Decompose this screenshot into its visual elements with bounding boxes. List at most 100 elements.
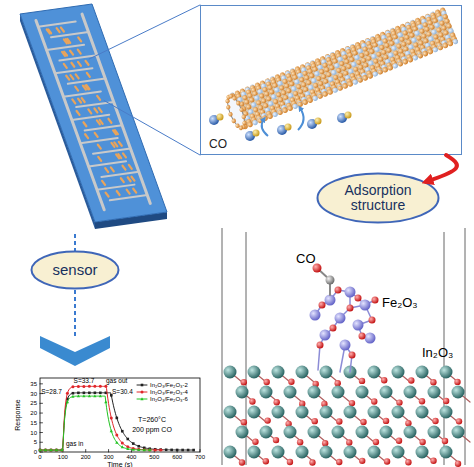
nanotube-bit bbox=[111, 167, 114, 171]
o-atom bbox=[288, 379, 294, 385]
chip-face bbox=[20, 4, 167, 222]
tube-atom bbox=[246, 104, 253, 111]
tube-atom bbox=[266, 95, 273, 102]
tube-atom bbox=[228, 111, 234, 117]
nanotube-bit bbox=[98, 145, 101, 149]
peak-annotation: S=30.4 bbox=[112, 389, 133, 396]
in-atom bbox=[332, 426, 345, 439]
tube-atom bbox=[409, 32, 416, 39]
tube-atom bbox=[389, 40, 396, 47]
tube-atom bbox=[286, 87, 293, 94]
o-atom bbox=[273, 399, 279, 405]
in-atom bbox=[296, 446, 309, 459]
data-marker bbox=[137, 445, 140, 448]
response-curve bbox=[40, 396, 152, 450]
in-atom bbox=[428, 386, 441, 399]
tube-atom bbox=[337, 84, 344, 91]
o-atom bbox=[430, 458, 436, 464]
nanotube-bit bbox=[87, 73, 90, 77]
y-tick bbox=[40, 442, 43, 443]
in2o3-slab bbox=[224, 366, 471, 467]
fe-atom bbox=[360, 300, 371, 311]
o-atom bbox=[383, 418, 389, 424]
tube-atom bbox=[384, 42, 391, 49]
tube-atom bbox=[332, 86, 339, 93]
tube-atom bbox=[342, 82, 349, 89]
in-atom bbox=[308, 426, 321, 439]
data-marker bbox=[72, 392, 75, 395]
tube-atom bbox=[381, 49, 388, 56]
response-chart bbox=[38, 378, 200, 452]
o-atom bbox=[312, 418, 318, 424]
tube-atom bbox=[392, 62, 399, 69]
o-atom bbox=[456, 418, 462, 424]
nanotube-bit bbox=[83, 86, 86, 90]
tube-atom bbox=[311, 77, 318, 84]
o-atom bbox=[336, 459, 342, 465]
in-atom bbox=[452, 426, 465, 439]
in-atom bbox=[260, 426, 273, 439]
tube-atom bbox=[241, 114, 247, 120]
condition-note: T=260°C bbox=[138, 416, 166, 423]
nanotube-bit bbox=[66, 76, 69, 80]
o-atom bbox=[419, 439, 425, 445]
data-marker bbox=[99, 394, 102, 397]
tube-atom bbox=[225, 104, 231, 110]
tube-atom bbox=[407, 56, 414, 63]
data-marker bbox=[77, 392, 80, 395]
data-marker bbox=[121, 445, 124, 448]
data-marker bbox=[140, 397, 143, 400]
peak-annotation: S=28.7 bbox=[41, 389, 62, 396]
data-marker bbox=[181, 449, 184, 452]
tube-atom bbox=[362, 74, 369, 81]
in-atom bbox=[320, 446, 333, 459]
data-marker bbox=[66, 392, 69, 395]
o-atom bbox=[241, 379, 247, 385]
tube-atom bbox=[361, 57, 368, 64]
data-marker bbox=[88, 385, 91, 388]
tube-atom bbox=[274, 87, 281, 94]
data-marker bbox=[115, 441, 118, 444]
data-marker bbox=[60, 448, 63, 451]
o-atom bbox=[371, 398, 377, 404]
axis-tick-label: 0 bbox=[38, 454, 41, 460]
x-tick bbox=[108, 450, 109, 453]
tube-atom bbox=[377, 68, 384, 75]
cell-edge bbox=[222, 228, 223, 465]
nanotube-bit bbox=[128, 177, 131, 181]
o-atom bbox=[309, 459, 315, 465]
tube-atom bbox=[417, 52, 424, 59]
tube-atom bbox=[397, 60, 404, 67]
tube-atom bbox=[324, 66, 331, 73]
tube-atom bbox=[267, 112, 274, 119]
nanotube-bit bbox=[133, 189, 136, 193]
data-marker bbox=[94, 392, 97, 395]
in-atom bbox=[248, 406, 261, 419]
tube-atom bbox=[379, 44, 386, 51]
o-atom bbox=[359, 378, 365, 384]
data-marker bbox=[154, 448, 157, 451]
in-atom bbox=[236, 386, 249, 399]
in-atom bbox=[392, 446, 405, 459]
tube-opening bbox=[224, 94, 248, 130]
fe-atom bbox=[345, 287, 356, 298]
in-atom bbox=[284, 386, 297, 399]
tube-atom bbox=[261, 98, 268, 105]
o-atom bbox=[359, 333, 366, 340]
nanotube-bit bbox=[132, 177, 135, 181]
data-marker bbox=[104, 400, 107, 403]
tube-atom bbox=[424, 26, 431, 33]
data-marker bbox=[132, 448, 135, 451]
tube-atom bbox=[235, 100, 241, 106]
electrode-finger bbox=[38, 22, 75, 27]
tube-atom bbox=[299, 76, 306, 83]
o-atom bbox=[442, 438, 448, 444]
fe-atom bbox=[325, 295, 336, 306]
tube-atom bbox=[297, 100, 304, 107]
adsorb-arrow bbox=[298, 108, 304, 130]
data-marker bbox=[187, 449, 190, 452]
tube-atom bbox=[426, 31, 433, 38]
tube-atom bbox=[339, 60, 346, 67]
